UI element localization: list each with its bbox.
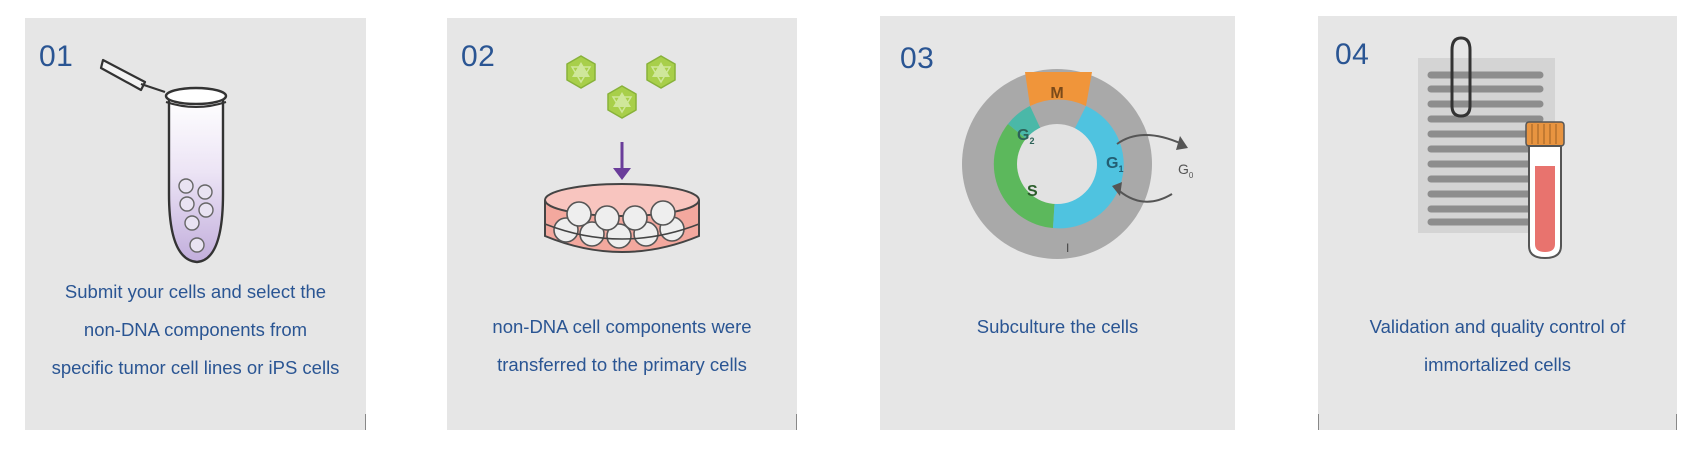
step-caption: non-DNA cell components were transferred…: [447, 308, 797, 384]
step-number: 01: [39, 40, 74, 73]
step-card-04: 04 Validation a: [1318, 16, 1677, 430]
step-caption: Validation and quality control of immort…: [1318, 308, 1677, 384]
microcentrifuge-tube-with-cells-icon: [99, 58, 228, 264]
step-card-03: 03 M G2 S G1 G0 I Subculture the cells: [880, 16, 1235, 430]
caption-line: Submit your cells and select the: [64, 281, 327, 302]
step-caption: Submit your cells and select the non-DNA…: [25, 273, 366, 387]
report-with-test-tube-icon: [1418, 36, 1565, 260]
step-number: 02: [461, 40, 496, 73]
caption-line: non-DNA cell components were: [492, 316, 752, 337]
divider: [796, 414, 797, 430]
virus-particles-into-petri-dish-icon: [544, 55, 700, 253]
caption-line: immortalized cells: [1423, 354, 1571, 375]
virus-particle-icon: [607, 85, 637, 119]
step-number: 03: [900, 42, 935, 75]
caption-line: Validation and quality control of: [1369, 316, 1626, 337]
divider: [1676, 414, 1677, 430]
paperclip-icon: [1450, 36, 1472, 118]
virus-particle-icon: [566, 55, 596, 89]
cycle-label-i: I: [1066, 241, 1069, 255]
caption-line: specific tumor cell lines or iPS cells: [51, 357, 340, 378]
divider: [1318, 414, 1319, 430]
step-card-02: 02: [447, 18, 797, 430]
virus-particle-icon: [646, 55, 676, 89]
caption-line: non-DNA components from: [83, 319, 308, 340]
step-card-01: 01 Submit your cells and select the non-: [25, 18, 366, 430]
caption-line: Subculture the cells: [976, 316, 1139, 337]
cycle-label-m: M: [1050, 85, 1063, 102]
cycle-label-s: S: [1027, 183, 1038, 200]
caption-line: transferred to the primary cells: [497, 354, 747, 375]
step-number: 04: [1335, 38, 1370, 71]
step-caption: Subculture the cells: [880, 308, 1235, 346]
cycle-label-g0: G0: [1178, 161, 1194, 180]
divider: [365, 414, 366, 430]
cell-cycle-ring-icon: M G2 S G1 G0 I: [962, 69, 1194, 259]
